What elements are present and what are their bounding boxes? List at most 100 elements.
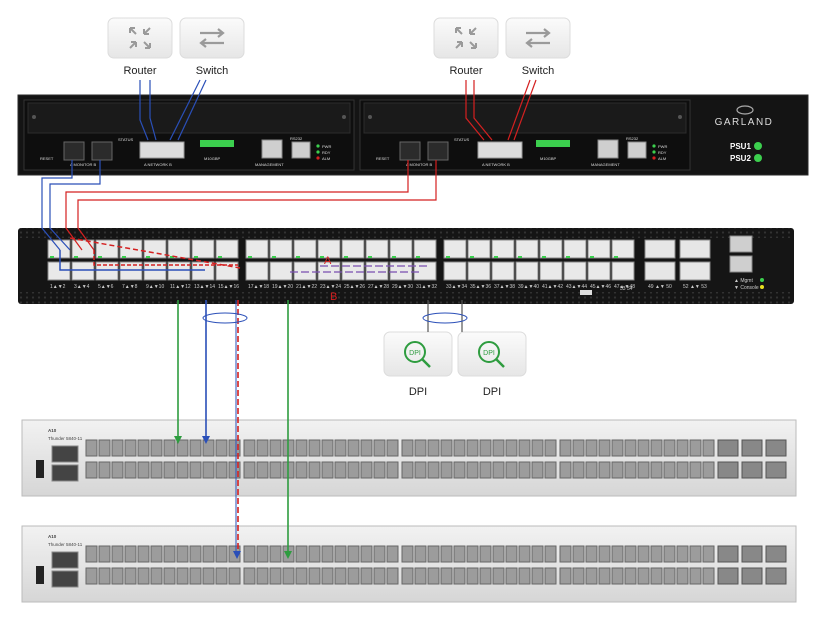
server-qsfp-port[interactable]: [741, 545, 763, 563]
server-sfp-port-bottom[interactable]: [189, 567, 202, 585]
server-sfp-port-top[interactable]: [243, 439, 256, 457]
server-sfp-port-bottom[interactable]: [598, 461, 611, 479]
tap-right-rs232-port[interactable]: [627, 141, 647, 159]
tap-right-network-ports[interactable]: [477, 141, 523, 159]
server-sfp-port-bottom[interactable]: [360, 461, 373, 479]
server-sfp-port-bottom[interactable]: [689, 461, 702, 479]
sfp-port-bottom[interactable]: [269, 261, 293, 281]
server-sfp-port-top[interactable]: [176, 439, 189, 457]
server-sfp-port-bottom[interactable]: [663, 461, 676, 479]
server-sfp-port-top[interactable]: [676, 439, 689, 457]
server-sfp-port-bottom[interactable]: [308, 461, 321, 479]
sfp-port-bottom[interactable]: [293, 261, 317, 281]
server-qsfp-port[interactable]: [717, 567, 739, 585]
server-sfp-port-bottom[interactable]: [492, 461, 505, 479]
server-bottom-mgmt-port[interactable]: [51, 551, 79, 569]
server-sfp-port-bottom[interactable]: [401, 567, 414, 585]
server-sfp-port-bottom[interactable]: [702, 461, 715, 479]
server-sfp-port-top[interactable]: [453, 545, 466, 563]
server-sfp-port-top[interactable]: [663, 439, 676, 457]
server-sfp-port-top[interactable]: [98, 545, 111, 563]
sfp-port-top[interactable]: [95, 239, 119, 259]
server-qsfp-port[interactable]: [741, 461, 763, 479]
server-sfp-port-top[interactable]: [202, 545, 215, 563]
server-sfp-port-top[interactable]: [163, 545, 176, 563]
server-sfp-port-top[interactable]: [531, 439, 544, 457]
sfp-port-bottom[interactable]: [143, 261, 167, 281]
sfp-port-top[interactable]: [413, 239, 437, 259]
server-sfp-port-bottom[interactable]: [360, 567, 373, 585]
server-sfp-port-top[interactable]: [650, 545, 663, 563]
server-sfp-port-bottom[interactable]: [150, 461, 163, 479]
server-sfp-port-bottom[interactable]: [98, 567, 111, 585]
server-qsfp-port[interactable]: [765, 439, 787, 457]
server-sfp-port-bottom[interactable]: [269, 567, 282, 585]
server-sfp-port-bottom[interactable]: [559, 567, 572, 585]
server-sfp-port-top[interactable]: [202, 439, 215, 457]
server-sfp-port-bottom[interactable]: [137, 461, 150, 479]
server-sfp-port-top[interactable]: [308, 545, 321, 563]
server-sfp-port-bottom[interactable]: [505, 567, 518, 585]
server-sfp-port-top[interactable]: [492, 439, 505, 457]
server-sfp-port-top[interactable]: [137, 439, 150, 457]
server-sfp-port-bottom[interactable]: [663, 567, 676, 585]
sfp-port-bottom[interactable]: [515, 261, 539, 281]
server-sfp-port-bottom[interactable]: [386, 461, 399, 479]
server-sfp-port-bottom[interactable]: [479, 461, 492, 479]
server-sfp-port-bottom[interactable]: [637, 461, 650, 479]
server-sfp-port-bottom[interactable]: [518, 461, 531, 479]
server-sfp-port-top[interactable]: [414, 439, 427, 457]
sfp-port-bottom[interactable]: [245, 261, 269, 281]
server-sfp-port-top[interactable]: [189, 545, 202, 563]
server-sfp-port-top[interactable]: [386, 439, 399, 457]
server-sfp-port-bottom[interactable]: [295, 567, 308, 585]
server-sfp-port-top[interactable]: [518, 545, 531, 563]
sfp-port-top[interactable]: [539, 239, 563, 259]
server-sfp-port-top[interactable]: [150, 545, 163, 563]
server-sfp-port-bottom[interactable]: [453, 461, 466, 479]
server-sfp-port-bottom[interactable]: [401, 461, 414, 479]
sfp-port-top[interactable]: [341, 239, 365, 259]
server-sfp-port-top[interactable]: [624, 545, 637, 563]
sfp-port-bottom[interactable]: [467, 261, 491, 281]
server-sfp-port-top[interactable]: [427, 439, 440, 457]
server-sfp-port-top[interactable]: [479, 439, 492, 457]
server-sfp-port-top[interactable]: [295, 439, 308, 457]
server-sfp-port-top[interactable]: [466, 545, 479, 563]
qsfp-port-52[interactable]: [679, 239, 711, 259]
server-sfp-port-top[interactable]: [637, 439, 650, 457]
server-sfp-port-top[interactable]: [256, 439, 269, 457]
server-sfp-port-top[interactable]: [663, 545, 676, 563]
server-sfp-port-top[interactable]: [453, 439, 466, 457]
tap-left-rs232-port[interactable]: [291, 141, 311, 159]
server-sfp-port-bottom[interactable]: [427, 567, 440, 585]
server-sfp-port-bottom[interactable]: [189, 461, 202, 479]
sfp-port-bottom[interactable]: [365, 261, 389, 281]
server-sfp-port-bottom[interactable]: [544, 567, 557, 585]
sfp-port-top[interactable]: [365, 239, 389, 259]
server-sfp-port-top[interactable]: [505, 439, 518, 457]
server-sfp-port-top[interactable]: [585, 545, 598, 563]
server-sfp-port-bottom[interactable]: [373, 567, 386, 585]
server-qsfp-port[interactable]: [717, 439, 739, 457]
server-sfp-port-top[interactable]: [544, 439, 557, 457]
qsfp-port-53[interactable]: [679, 261, 711, 281]
server-sfp-port-top[interactable]: [360, 545, 373, 563]
server-sfp-port-top[interactable]: [492, 545, 505, 563]
server-sfp-port-top[interactable]: [111, 545, 124, 563]
server-bottom-usb-port[interactable]: [36, 566, 44, 584]
server-qsfp-port[interactable]: [765, 461, 787, 479]
server-sfp-port-bottom[interactable]: [85, 461, 98, 479]
server-sfp-port-bottom[interactable]: [585, 567, 598, 585]
server-sfp-port-top[interactable]: [98, 439, 111, 457]
server-sfp-port-top[interactable]: [347, 439, 360, 457]
server-sfp-port-top[interactable]: [702, 439, 715, 457]
server-bottom-console-port[interactable]: [51, 570, 79, 588]
server-sfp-port-bottom[interactable]: [334, 567, 347, 585]
server-sfp-port-bottom[interactable]: [702, 567, 715, 585]
server-sfp-port-bottom[interactable]: [373, 461, 386, 479]
server-sfp-port-bottom[interactable]: [85, 567, 98, 585]
server-sfp-port-bottom[interactable]: [624, 567, 637, 585]
server-sfp-port-top[interactable]: [295, 545, 308, 563]
server-sfp-port-bottom[interactable]: [572, 461, 585, 479]
